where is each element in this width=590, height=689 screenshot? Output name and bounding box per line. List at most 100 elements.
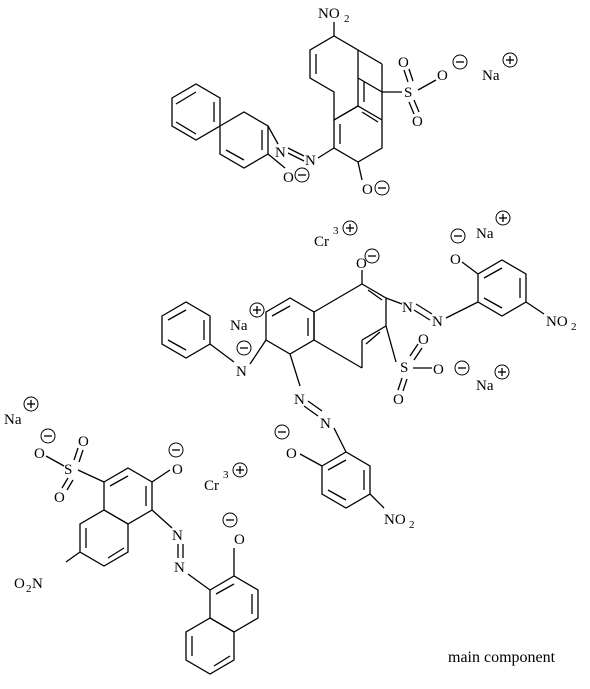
- bond: [367, 289, 383, 301]
- bond: [73, 447, 79, 461]
- bond: [409, 343, 419, 357]
- bond: [107, 547, 125, 559]
- bond: [271, 305, 291, 317]
- ring: [185, 617, 235, 675]
- nitro-label: N: [32, 576, 43, 592]
- bond: [408, 68, 414, 82]
- nitro-subscript: 2: [409, 519, 415, 531]
- oxygen-label: O: [34, 446, 45, 462]
- bond: [361, 111, 379, 123]
- bond: [313, 339, 339, 355]
- oxygen-label: O: [356, 256, 367, 272]
- nitro-label: NO: [384, 512, 406, 528]
- sodium-label: Na: [4, 412, 22, 428]
- nitro-label: NO: [318, 6, 340, 22]
- oxygen-label: O: [433, 362, 444, 378]
- nitrogen-label: N: [305, 153, 316, 169]
- bottom-naphthol-ligand: O: [185, 512, 259, 675]
- chromium-label: Cr: [204, 478, 219, 494]
- middle-sulfonate: S O O O Na: [385, 325, 510, 408]
- oxygen-label: O: [437, 68, 448, 84]
- bond: [225, 149, 245, 161]
- bond: [187, 573, 211, 591]
- bond: [151, 469, 171, 483]
- bond: [317, 147, 335, 159]
- bond: [365, 331, 381, 345]
- nitrogen-label: N: [236, 364, 247, 380]
- bond: [77, 469, 105, 483]
- caption: main component: [448, 649, 556, 666]
- bond: [361, 325, 387, 341]
- bond: [385, 325, 397, 363]
- bond: [66, 479, 74, 491]
- bond: [215, 583, 235, 595]
- bond: [413, 347, 423, 361]
- middle-lower-azo-nitrophenol: N N O NO 2: [274, 353, 415, 531]
- bond: [267, 125, 279, 145]
- chromium-ion-top: Cr 3: [314, 220, 358, 250]
- sodium-label: Na: [476, 226, 494, 242]
- bond: [109, 475, 129, 487]
- top-nitronaphthalene-sulfonate: NO 2 O S O O O Na: [309, 6, 518, 198]
- bond: [385, 297, 403, 305]
- chromium-superscript: 3: [333, 225, 339, 237]
- bond: [397, 377, 403, 391]
- bond: [287, 147, 305, 157]
- sodium-label: Na: [230, 318, 248, 334]
- chromium-label: Cr: [314, 234, 329, 250]
- bond: [303, 405, 319, 417]
- bond: [483, 297, 503, 309]
- bond: [175, 121, 197, 135]
- middle-upper-azo-nitrophenol: N N O Na NO 2: [385, 210, 577, 333]
- bond: [167, 309, 187, 321]
- middle-naphthalene-core: O N Na: [161, 248, 387, 380]
- bond: [369, 493, 385, 509]
- nitrogen-label: N: [432, 314, 443, 330]
- oxygen-label: O: [412, 114, 423, 130]
- bond: [357, 161, 363, 181]
- bond: [402, 378, 408, 392]
- bond: [307, 400, 323, 412]
- bond: [65, 551, 81, 563]
- bond: [361, 283, 387, 299]
- nitrogen-label: N: [320, 416, 331, 432]
- bond: [413, 309, 431, 321]
- bond: [337, 353, 363, 369]
- bond: [327, 489, 347, 501]
- bond: [337, 283, 363, 299]
- ring: [79, 509, 129, 567]
- bond: [267, 153, 286, 169]
- bond: [413, 99, 420, 113]
- nitro-subscript: 2: [571, 321, 577, 333]
- oxygen-label: O: [450, 252, 461, 268]
- oxygen-label: O: [78, 434, 89, 450]
- oxygen-label: O: [54, 490, 65, 506]
- bond: [213, 655, 231, 667]
- oxygen-label: O: [172, 462, 183, 478]
- oxygen-label: O: [393, 392, 404, 408]
- sulfur-label: S: [400, 360, 408, 376]
- bond: [417, 79, 437, 91]
- phenyl-ring: [161, 301, 211, 359]
- chromium-superscript: 3: [223, 469, 229, 481]
- nitro-subscript: 2: [26, 583, 32, 595]
- bond: [333, 427, 347, 453]
- bond: [151, 509, 173, 529]
- bond: [357, 77, 383, 93]
- bond: [461, 261, 479, 275]
- oxygen-label: O: [362, 182, 373, 198]
- nitrogen-label: N: [294, 392, 305, 408]
- bond: [78, 449, 84, 463]
- nitrogen-label: N: [172, 528, 183, 544]
- bond: [408, 101, 415, 115]
- bond: [61, 477, 69, 489]
- bond: [209, 343, 235, 363]
- nitrogen-label: N: [402, 300, 413, 316]
- top-naphthol-azo-ligand: O N N: [171, 83, 335, 186]
- bond: [299, 453, 323, 467]
- bond: [525, 301, 545, 315]
- bottom-nitronaphthalene-sulfonate: Na O S O O O 2 N O N N: [4, 396, 211, 595]
- sulfur-label: S: [404, 85, 412, 101]
- sulfur-label: S: [64, 462, 72, 478]
